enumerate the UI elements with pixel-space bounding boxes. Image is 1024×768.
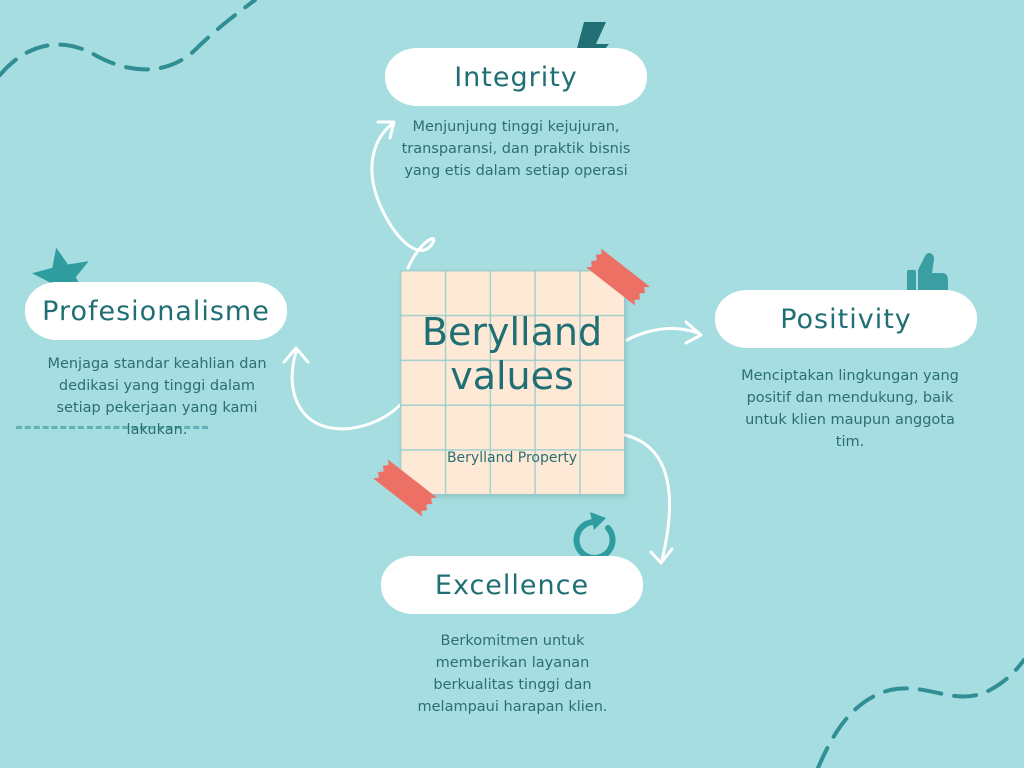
arrow-to-integrity <box>370 122 436 270</box>
arrow-to-integrity-head <box>376 120 396 140</box>
excellence-description: Berkomitmen untuk memberikan layanan ber… <box>417 633 608 715</box>
profesionalisme-title: Profesionalisme <box>25 282 287 340</box>
refresh-icon <box>573 512 616 561</box>
arrow-to-positivity-head <box>684 320 703 345</box>
arrow-to-excellence <box>623 433 671 562</box>
arrow-to-excellence-head <box>649 547 674 565</box>
center-title-line1: Berylland <box>421 310 603 354</box>
positivity-title: Positivity <box>715 290 977 348</box>
center-note: Berylland values Berylland Property <box>400 270 624 494</box>
decorative-dashed-curve-top-left <box>0 0 257 77</box>
arrow-to-profesionalisme <box>290 350 402 431</box>
decorative-dashed-curve-bottom-right <box>816 658 1024 768</box>
center-divider <box>16 426 208 429</box>
center-subtitle: Berylland Property <box>446 450 578 466</box>
arrow-to-positivity <box>625 327 700 342</box>
center-title-line2: values <box>450 354 574 398</box>
center-title: Berylland values <box>400 310 624 398</box>
arrow-to-profesionalisme-head <box>282 346 310 364</box>
profesionalisme-description: Menjaga standar keahlian dan dedikasi ya… <box>47 356 267 438</box>
positivity-description: Menciptakan lingkungan yang positif dan … <box>741 368 959 450</box>
integrity-title: Integrity <box>385 48 647 106</box>
excellence-title: Excellence <box>381 556 643 614</box>
integrity-description: Menjunjung tinggi kejujuran, transparans… <box>401 119 631 179</box>
